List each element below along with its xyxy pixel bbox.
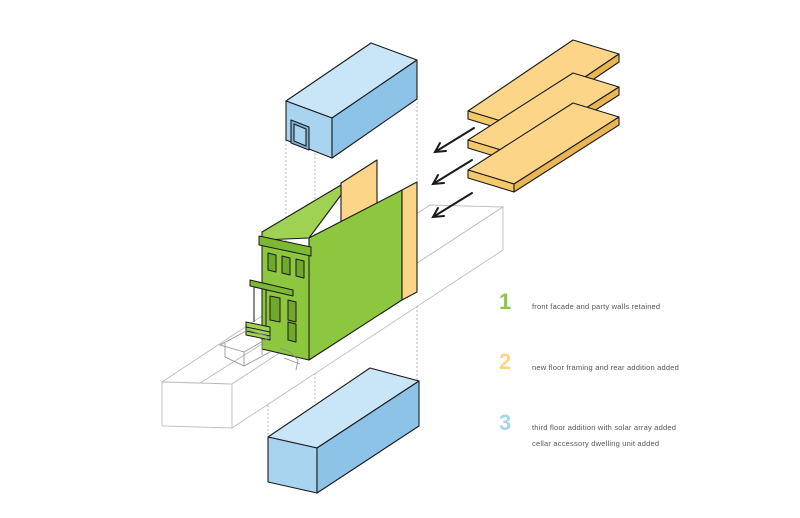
legend-number-2: 2	[499, 351, 511, 373]
legend-text-2: new floor framing and rear addition adde…	[532, 363, 679, 372]
legend-text-3b: cellar accessory dwelling unit added	[532, 439, 659, 448]
floor-plates	[468, 40, 619, 192]
legend-number-3: 3	[499, 412, 511, 434]
legend-text-3a: third floor addition with solar array ad…	[532, 423, 676, 432]
third-floor-addition-block	[286, 43, 417, 158]
legend-text-1: front facade and party walls retained	[532, 302, 660, 311]
arrow-icon-2	[433, 160, 472, 184]
legend-number-1: 1	[499, 291, 511, 313]
